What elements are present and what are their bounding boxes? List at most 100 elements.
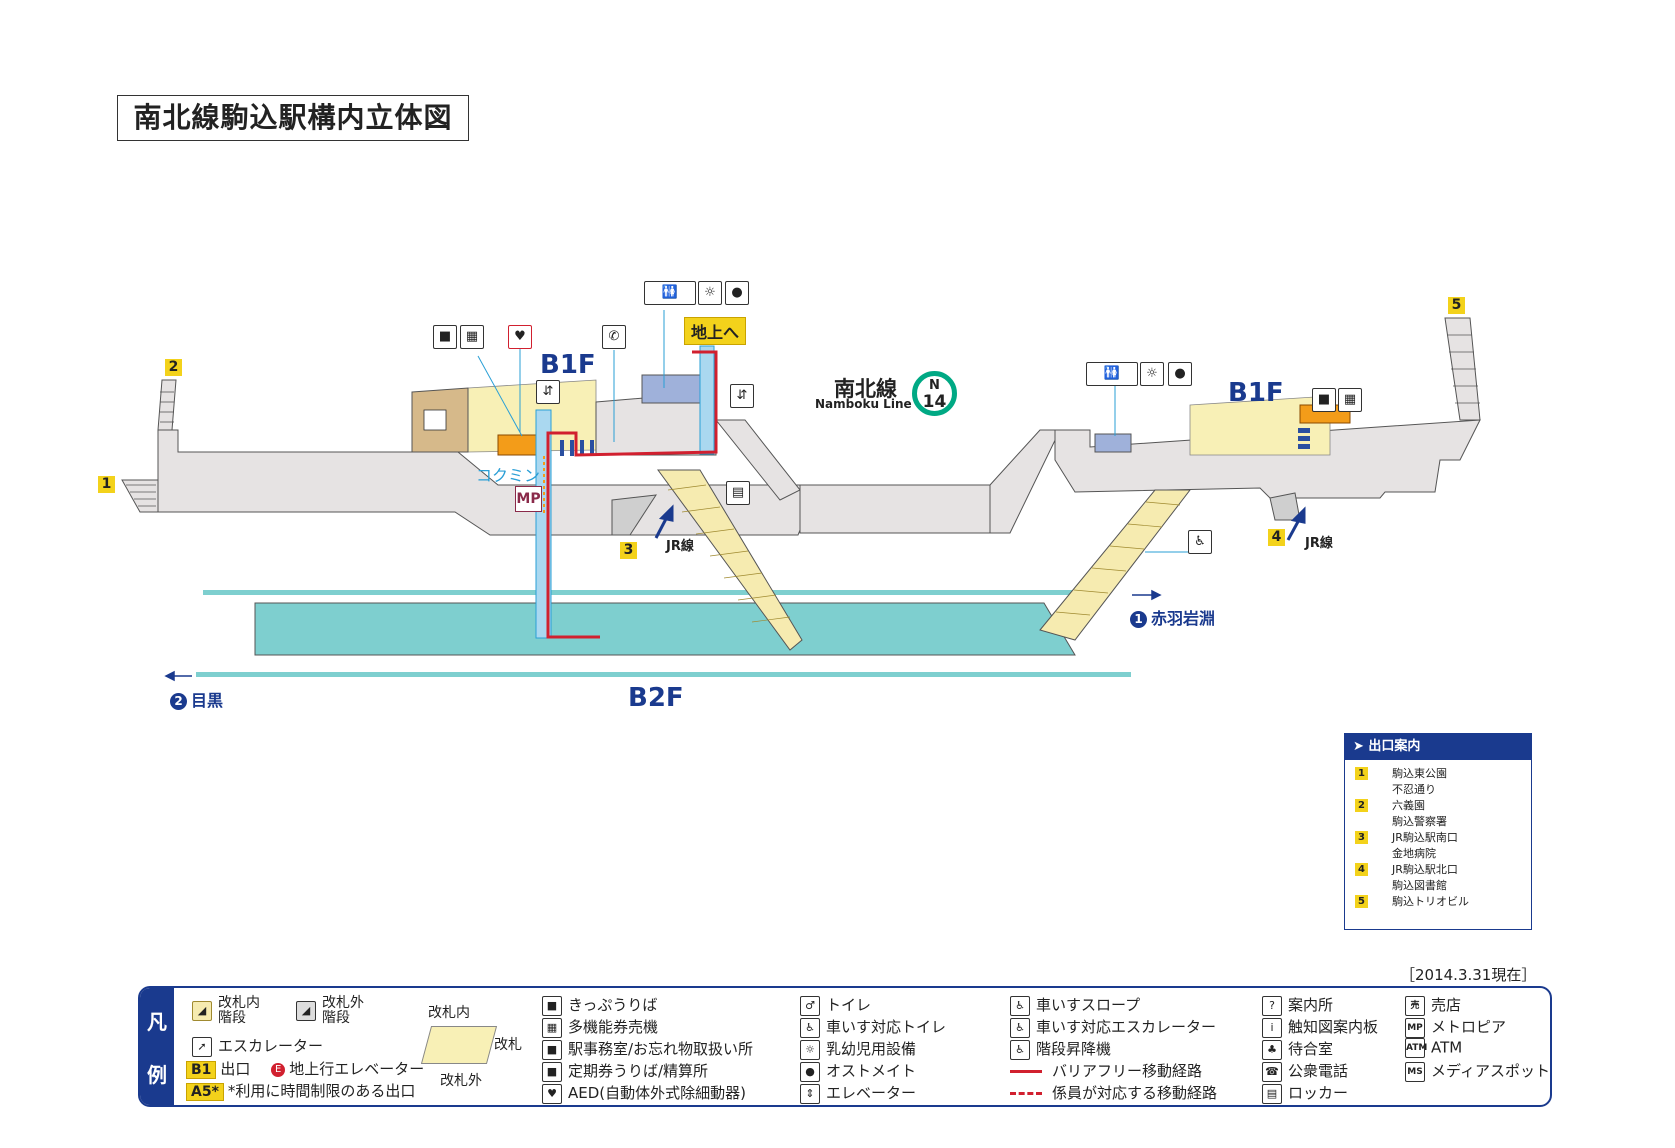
exit-badge-4[interactable]: 4 bbox=[1268, 529, 1285, 546]
legend-station-office-text: 駅事務室/お忘れ物取扱い所 bbox=[568, 1040, 754, 1058]
exit-guide-text: 駒込図書館 bbox=[1392, 879, 1447, 892]
barrier-free-line-icon bbox=[1010, 1070, 1042, 1073]
floor-label-b2f: B2F bbox=[628, 683, 684, 713]
b2f-platform bbox=[254, 602, 1076, 656]
legend-aed: ♥AED(自動体外式除細動器) bbox=[542, 1082, 746, 1104]
legend-side-top: 凡 bbox=[147, 1010, 167, 1034]
legend-waiting-room-text: 待合室 bbox=[1288, 1040, 1334, 1058]
ostomate-icon-left[interactable]: ● bbox=[725, 281, 749, 305]
atm-icon: ATM bbox=[1405, 1038, 1427, 1058]
legend-timed-badge: A5* bbox=[186, 1083, 224, 1101]
exit-badge-1[interactable]: 1 bbox=[98, 476, 115, 493]
legend-gate-outside: 改札外 bbox=[440, 1073, 482, 1089]
legend-wheelchair-slope: ♿車いすスロープ bbox=[1010, 994, 1140, 1016]
metropia-icon: MP bbox=[1405, 1017, 1425, 1038]
legend-baby-facility-text: 乳幼児用設備 bbox=[826, 1040, 917, 1058]
exit-guide-title: 出口案内 bbox=[1368, 739, 1421, 754]
exit-guide-number bbox=[1355, 815, 1368, 828]
legend-baby-facility: ☼ 乳幼児用設備 bbox=[800, 1038, 916, 1060]
elevator-icon-left[interactable]: ⇵ bbox=[536, 380, 560, 404]
restroom-icon: ♂ bbox=[800, 995, 820, 1016]
floor-label-b1f-left: B1F bbox=[540, 350, 596, 380]
restroom-icon-right[interactable]: 🚻 bbox=[1086, 362, 1138, 386]
ostomate-icon-right[interactable]: ● bbox=[1168, 362, 1192, 386]
elevator-right bbox=[1094, 433, 1132, 453]
legend-stairs-outside-l1: 改札外 bbox=[322, 995, 364, 1011]
phone-icon[interactable]: ✆ bbox=[602, 325, 626, 349]
station-number-badge: N 14 bbox=[912, 371, 957, 416]
exit-badge-2[interactable]: 2 bbox=[165, 359, 182, 376]
direction-arrow-meguro bbox=[164, 670, 192, 682]
legend-information-text: 案内所 bbox=[1288, 996, 1334, 1014]
ticket-gates-left bbox=[560, 440, 594, 456]
station-office-icon-right[interactable]: ■ bbox=[1312, 388, 1336, 412]
legend-commuter-pass: ■定期券うりば/精算所 bbox=[542, 1060, 708, 1082]
legend-atm-text: ATM bbox=[1431, 1038, 1463, 1057]
restroom-icon-left[interactable]: 🚻 bbox=[644, 281, 696, 305]
legend-ostomate-text: オストメイト bbox=[826, 1062, 917, 1080]
legend-gate-inside: 改札内 bbox=[428, 1005, 470, 1021]
exit-guide-row: 不忍通り bbox=[1355, 782, 1531, 798]
station-office-icon[interactable]: ■ bbox=[433, 325, 457, 349]
exit-1-stair bbox=[121, 479, 159, 513]
legend-restroom-text: トイレ bbox=[826, 996, 872, 1014]
aed-icon[interactable]: ♥ bbox=[508, 325, 532, 349]
legend-media-spot-text: メディアスポット bbox=[1431, 1062, 1550, 1080]
legend-stair-lift-text: 階段昇降機 bbox=[1036, 1040, 1112, 1058]
exit-guide-number: 4 bbox=[1355, 863, 1368, 876]
track-line-lower bbox=[196, 672, 1131, 677]
legend-wheelchair-escalator: ♿車いす対応エスカレーター bbox=[1010, 1016, 1216, 1038]
baby-facility-icon: ☼ bbox=[800, 1039, 820, 1060]
accessible-restroom-icon: ♿ bbox=[800, 1017, 820, 1038]
stairs-outside-icon: ◢ bbox=[296, 1001, 316, 1021]
legend-ticket-office: ■きっぷうりば bbox=[542, 994, 657, 1016]
exit-guide-number bbox=[1355, 879, 1368, 892]
legend-staff-route-text: 係員が対応する移動経路 bbox=[1052, 1084, 1218, 1102]
legend-exit-badge: B1 bbox=[186, 1061, 217, 1079]
tactile-map-icon: i bbox=[1262, 1017, 1282, 1038]
legend-locker-text: ロッカー bbox=[1288, 1084, 1349, 1102]
legend-timed-text: *利用に時間制限のある出口 bbox=[227, 1082, 416, 1100]
legend-stair-lift: ♿階段昇降機 bbox=[1010, 1038, 1111, 1060]
wheelchair-escalator-icon[interactable]: ♿ bbox=[1188, 530, 1212, 554]
legend-gate: 改札 bbox=[494, 1037, 522, 1053]
exit-guide-text: 駒込東公園 bbox=[1392, 767, 1447, 780]
exit-guide-header: ➤ 出口案内 bbox=[1345, 734, 1531, 760]
baby-facility-icon-right[interactable]: ☼ bbox=[1140, 362, 1164, 386]
ticket-machine-icon-right[interactable]: ▦ bbox=[1338, 388, 1362, 412]
elevator-icon-center[interactable]: ⇵ bbox=[730, 384, 754, 408]
exit-guide-row: 金地病院 bbox=[1355, 846, 1531, 862]
line-name: 南北線 bbox=[834, 377, 897, 401]
legend-public-phone: ☎公衆電話 bbox=[1262, 1060, 1348, 1082]
exit-badge-3[interactable]: 3 bbox=[620, 542, 637, 559]
station-office-icon: ■ bbox=[542, 1039, 562, 1060]
legend-metropia-text: メトロピア bbox=[1431, 1018, 1507, 1036]
b1f-right-paid-area bbox=[1189, 395, 1331, 456]
ticket-machine-icon[interactable]: ▦ bbox=[460, 325, 484, 349]
legend-metropia: MP メトロピア bbox=[1405, 1016, 1506, 1038]
information-icon: ? bbox=[1262, 995, 1282, 1016]
b1f-right-concourse bbox=[1054, 419, 1481, 499]
wheelchair-slope-icon: ♿ bbox=[1010, 995, 1030, 1016]
exit-badge-5[interactable]: 5 bbox=[1448, 297, 1465, 314]
exit-2-stair bbox=[157, 379, 177, 431]
exit-guide-text: 駒込警察署 bbox=[1392, 815, 1447, 828]
exit-guide-number bbox=[1355, 783, 1368, 796]
jr-arrow-left bbox=[654, 504, 674, 539]
locker-icon[interactable]: ▤ bbox=[726, 481, 750, 505]
baby-facility-icon-left[interactable]: ☼ bbox=[698, 281, 722, 305]
elevator-icon: ⇕ bbox=[800, 1083, 820, 1104]
b1f-center-corridor bbox=[799, 484, 991, 534]
ticket-office-icon: ■ bbox=[542, 995, 562, 1016]
station-line-letter: N bbox=[929, 378, 940, 393]
legend-locker: ▤ロッカー bbox=[1262, 1082, 1348, 1104]
direction-meguro-name: 目黒 bbox=[191, 691, 224, 710]
legend-side-label: 凡 例 bbox=[140, 988, 174, 1105]
public-phone-icon: ☎ bbox=[1262, 1061, 1282, 1082]
line-name-en: Namboku Line bbox=[815, 397, 912, 411]
